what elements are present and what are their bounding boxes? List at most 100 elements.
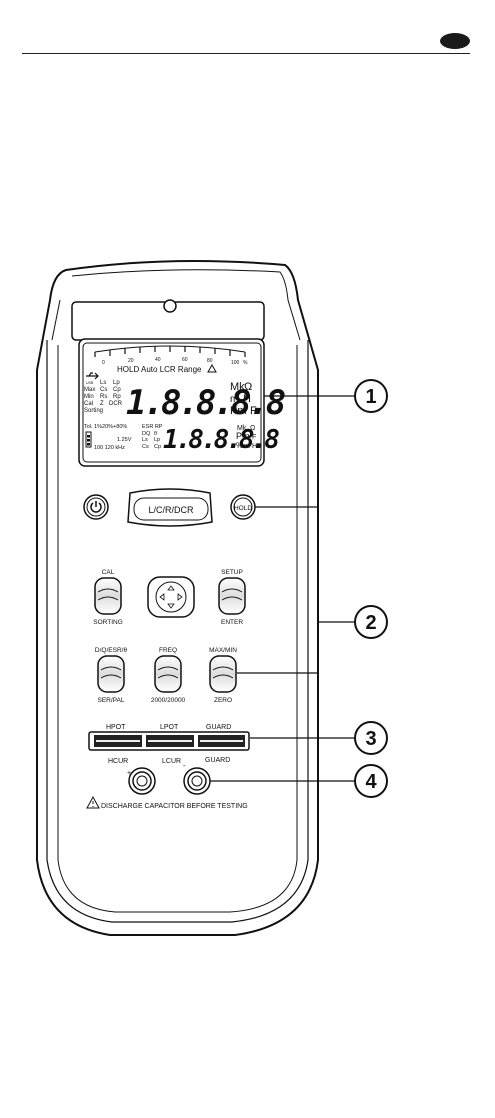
- dq-label: DQ: [142, 431, 151, 437]
- lcr-button[interactable]: [127, 488, 213, 527]
- lpot-label: LPOT: [160, 724, 179, 731]
- tol-line: Tol. 1%20%+80%: [84, 424, 127, 430]
- sub-unit-ohm: Ω: [250, 425, 255, 432]
- callout-3-label: 3: [365, 728, 376, 750]
- scale-tick-80: 80: [207, 358, 213, 364]
- serpal-label: SER/PAL: [98, 697, 125, 704]
- lower-cs: Cs: [142, 444, 149, 450]
- sub-unit-m: m: [244, 443, 250, 450]
- hold-button[interactable]: [230, 494, 256, 520]
- lcd-rp: Rp: [113, 394, 121, 400]
- callout-leaders: [210, 395, 355, 782]
- freq-sub-label: 2000/20000: [151, 697, 186, 704]
- display-bezel: [71, 299, 265, 467]
- warning-icon: [86, 795, 100, 809]
- callout-4: [354, 764, 388, 798]
- minus-label: -: [183, 763, 186, 770]
- bargraph-scale: [94, 345, 246, 357]
- header-rule: [22, 53, 470, 54]
- lcd-sorting: Sorting: [84, 408, 103, 414]
- usb-icon: [86, 372, 99, 380]
- enter-label: ENTER: [221, 619, 243, 626]
- nav-left-icon: [159, 593, 165, 601]
- sensor-window: [163, 299, 177, 313]
- lower-ls: Ls: [142, 437, 148, 443]
- lcd-cp: Cp: [113, 387, 121, 393]
- power-button[interactable]: [83, 494, 109, 520]
- cal-sorting-button[interactable]: [94, 577, 122, 615]
- freq-button-label: FREQ: [159, 647, 177, 654]
- cal-label: CAL: [102, 569, 115, 576]
- lcd-dcr: DCR: [109, 401, 123, 407]
- maxmin-label: MAX/MIN: [209, 647, 237, 654]
- lcr-button-label: L/C/R/DCR: [148, 505, 194, 515]
- freq-button[interactable]: [154, 655, 182, 693]
- dq-button[interactable]: [97, 655, 125, 693]
- terminal-strip[interactable]: [88, 731, 250, 751]
- jack-positive[interactable]: [128, 767, 156, 795]
- unit-pn: Pm: [230, 405, 247, 417]
- nav-right-icon: [177, 593, 183, 601]
- scale-tick-40: 40: [155, 357, 161, 363]
- lower-lp: Lp: [154, 437, 160, 443]
- scale-tick-60: 60: [182, 357, 188, 363]
- power-icon: [90, 501, 102, 513]
- sub-unit-pn: Pm: [236, 431, 250, 441]
- unit-f: F: [250, 405, 257, 417]
- delta-icon: [207, 363, 217, 373]
- plus-label: +: [127, 770, 131, 777]
- dq-button-label: D/Q/ESR/θ: [95, 647, 128, 654]
- page-tab-marker: [440, 33, 470, 49]
- unit-h: H: [243, 393, 251, 405]
- voltage-label: 1.25V: [117, 437, 132, 443]
- battery-icon: [85, 431, 92, 448]
- lcd-cs: Cs: [100, 387, 107, 393]
- hpot-label: HPOT: [106, 724, 126, 731]
- unit-mk: Mk: [230, 381, 245, 393]
- callout-2-label: 2: [365, 612, 376, 634]
- nav-pad[interactable]: [147, 576, 195, 618]
- theta-label: θ: [154, 431, 157, 437]
- sub-unit-pct: %: [236, 441, 243, 450]
- lcd-rs: Rs: [100, 394, 107, 400]
- lcd-mode-line: HOLD Auto LCR Range: [117, 365, 202, 374]
- sub-unit-mk: Mk: [237, 425, 247, 432]
- lower-cp: Cp: [154, 444, 161, 450]
- hcur-label: HCUR: [108, 758, 128, 765]
- callout-1-label: 1: [365, 386, 376, 408]
- sub-unit-f: F: [252, 434, 256, 441]
- callout-4-label: 4: [365, 771, 377, 793]
- unit-m: m: [230, 394, 238, 405]
- guard-top-label: GUARD: [206, 724, 231, 731]
- setup-enter-button[interactable]: [218, 577, 246, 615]
- setup-label: SETUP: [221, 569, 243, 576]
- lcd-z: Z: [100, 401, 104, 407]
- lcur-label: LCUR: [162, 758, 181, 765]
- nav-up-icon: [167, 585, 175, 591]
- sub-unit-h: H: [252, 443, 257, 450]
- zero-label: ZERO: [214, 697, 232, 704]
- scale-tick-0: 0: [102, 360, 105, 366]
- lcd-max: Max: [84, 387, 95, 393]
- lcd-lp: Lp: [113, 380, 120, 386]
- hold-button-label: HOLD: [234, 505, 252, 512]
- lcd-cal: Cal: [84, 401, 93, 407]
- guard-bot-label: GUARD: [205, 757, 230, 764]
- lcd-min: Min: [84, 394, 94, 400]
- main-digits: 1.8.8.8.8: [126, 383, 285, 423]
- usb-label: USB: [86, 381, 94, 385]
- callout-3: [354, 721, 388, 755]
- callout-2: [354, 605, 388, 639]
- lcd-ls: Ls: [100, 380, 106, 386]
- esr-rp: ESR RP: [142, 424, 163, 430]
- scale-unit: %: [243, 360, 248, 366]
- freq-line: 100 120 kHz: [94, 445, 125, 451]
- scale-tick-20: 20: [128, 358, 134, 364]
- sorting-label: SORTING: [93, 619, 123, 626]
- warning-text: DISCHARGE CAPACITOR BEFORE TESTING: [101, 803, 248, 810]
- unit-ohm: Ω: [244, 381, 252, 393]
- callout-1: [354, 379, 388, 413]
- maxmin-button[interactable]: [209, 655, 237, 693]
- jack-negative[interactable]: [183, 767, 211, 795]
